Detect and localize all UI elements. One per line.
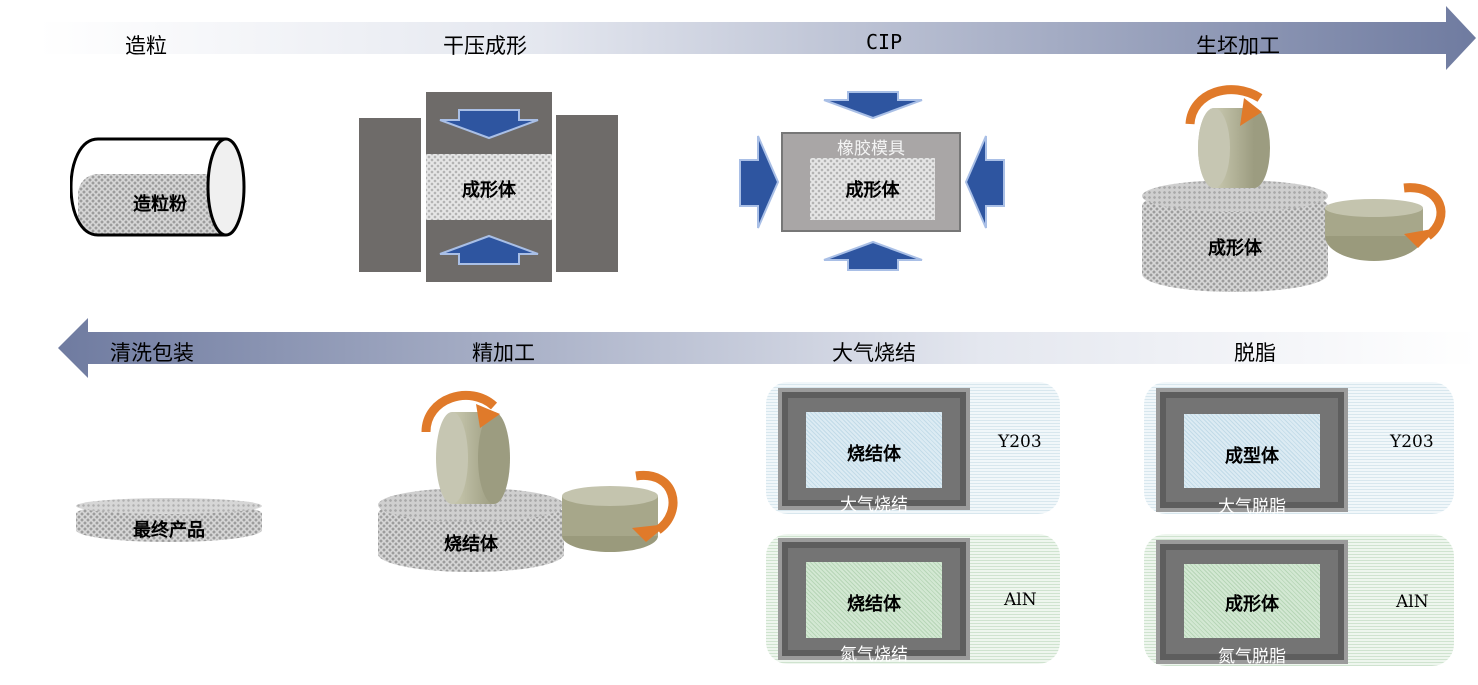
step-sintering-label: 大气烧结 bbox=[832, 341, 916, 365]
step-green-machining-label: 生坯加工 bbox=[1196, 34, 1280, 58]
granulation-powder-label: 造粒粉 bbox=[133, 194, 187, 215]
press-body-label: 成形体 bbox=[462, 180, 516, 201]
press-down-arrow bbox=[439, 109, 539, 140]
debinding-air-panel: 成型体 大气脱脂 Y203 bbox=[1144, 382, 1454, 517]
finishing-body-label: 烧结体 bbox=[444, 534, 498, 555]
sintering-air-chamber bbox=[806, 412, 942, 488]
debinding-nitrogen-atmosphere-label: 氮气脱脂 bbox=[1218, 647, 1286, 667]
press-right-wall bbox=[556, 115, 618, 272]
sintering-nitrogen-panel: 烧结体 氮气烧结 AlN bbox=[766, 534, 1060, 665]
press-compact bbox=[426, 154, 552, 220]
sintering-nitrogen-material: AlN bbox=[1004, 590, 1037, 610]
final-product-label: 最终产品 bbox=[133, 520, 205, 541]
step-cip-label: CIP bbox=[866, 30, 903, 54]
cip-diagram: 橡胶模具 成形体 bbox=[738, 90, 1006, 272]
cip-compact bbox=[810, 158, 935, 220]
step-finishing-label: 精加工 bbox=[472, 341, 535, 365]
debinding-nitrogen-material: AlN bbox=[1396, 592, 1429, 612]
top-flow-arrow bbox=[38, 6, 1476, 70]
step-granulation-label: 造粒 bbox=[125, 34, 167, 58]
green-machining-diagram: 成形体 bbox=[1142, 78, 1452, 294]
sintering-air-panel: 烧结体 大气烧结 Y203 bbox=[766, 382, 1060, 515]
debinding-nitrogen-panel: 成形体 氮气脱脂 AlN bbox=[1144, 534, 1454, 667]
step-cleaning-label: 清洗包装 bbox=[110, 341, 194, 365]
cip-body-label: 成形体 bbox=[845, 180, 900, 201]
step-debinding-label: 脱脂 bbox=[1234, 341, 1276, 365]
debinding-air-chamber bbox=[1184, 414, 1320, 488]
final-product-disk: 最终产品 bbox=[76, 498, 262, 544]
debinding-air-material: Y203 bbox=[1390, 432, 1434, 452]
debinding-air-atmosphere-label: 大气脱脂 bbox=[1218, 497, 1286, 517]
rubber-mold-label: 橡胶模具 bbox=[837, 139, 905, 159]
debinding-air-body-label: 成型体 bbox=[1225, 446, 1279, 467]
press-up-arrow bbox=[439, 234, 539, 265]
press-left-wall bbox=[359, 118, 421, 272]
finishing-disk-top bbox=[378, 488, 564, 522]
debinding-nitrogen-chamber bbox=[1184, 564, 1320, 638]
granulation-drum: 造粒粉 bbox=[70, 136, 248, 238]
sintering-nitrogen-body-label: 烧结体 bbox=[847, 594, 901, 615]
dry-press-diagram: 成形体 bbox=[359, 92, 621, 282]
debinding-nitrogen-body-label: 成形体 bbox=[1225, 594, 1279, 615]
green-body-label: 成形体 bbox=[1208, 238, 1262, 259]
finishing-diagram: 烧结体 bbox=[376, 384, 686, 576]
sintering-air-atmosphere-label: 大气烧结 bbox=[840, 495, 908, 515]
sintering-nitrogen-atmosphere-label: 氮气烧结 bbox=[840, 645, 908, 665]
sintering-air-material: Y203 bbox=[998, 432, 1042, 452]
sintering-air-body-label: 烧结体 bbox=[847, 444, 901, 465]
sintering-nitrogen-chamber bbox=[806, 562, 942, 638]
bottom-flow-arrow bbox=[58, 318, 1478, 378]
step-dry-press-label: 干压成形 bbox=[443, 34, 527, 58]
